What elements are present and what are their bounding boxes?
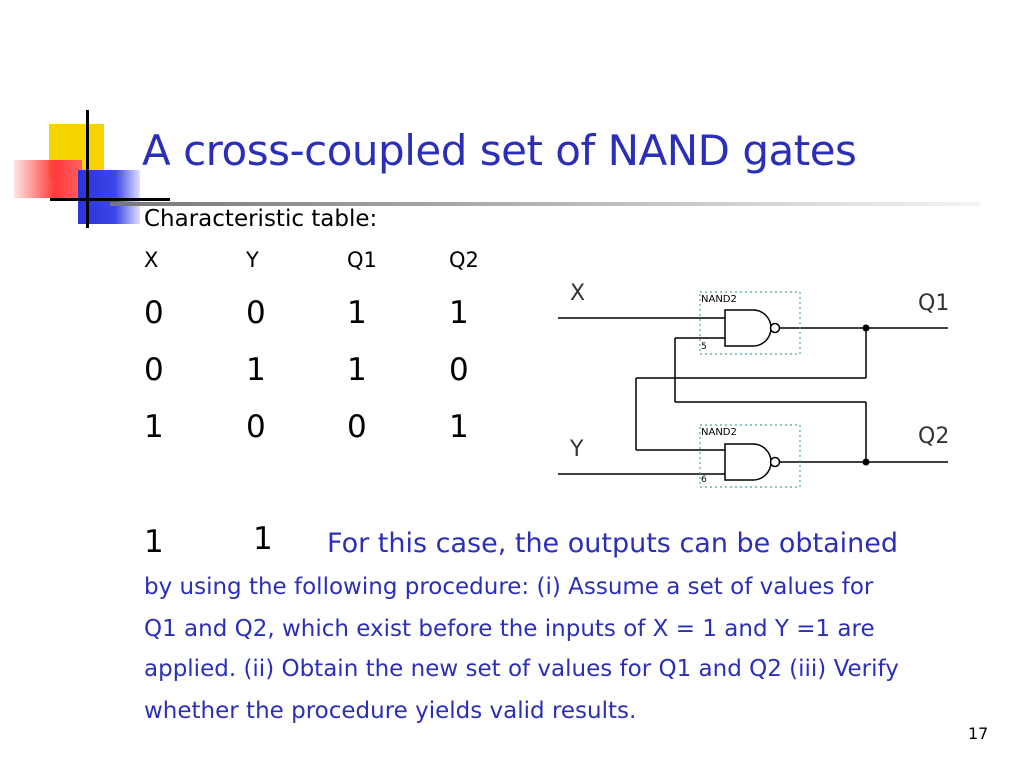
decor-red-bar: [14, 160, 82, 198]
table-cell: 1: [253, 521, 273, 557]
table-cell: 0: [144, 295, 164, 331]
case-explanation-first-line: For this case, the outputs can be obtain…: [327, 528, 899, 559]
header-x: X: [144, 248, 159, 272]
decor-vertical-line: [86, 110, 89, 228]
table-cell: 0: [347, 409, 367, 445]
gate-top-number: 5: [701, 342, 707, 352]
nand-gate-top: [724, 309, 772, 347]
label-y: Y: [569, 437, 584, 462]
gate-top-box: [699, 291, 801, 355]
gate-bottom-box: [699, 424, 801, 488]
label-q1: Q1: [918, 291, 949, 316]
table-cell: 1: [449, 295, 469, 331]
table-cell: 1: [246, 352, 266, 388]
nand-gate-bottom-bubble: [769, 456, 781, 468]
gate-top-label: NAND2: [701, 294, 737, 305]
header-y: Y: [246, 248, 259, 272]
table-cell: 0: [449, 352, 469, 388]
table-cell: 1: [144, 524, 164, 560]
explanation-line: applied. (ii) Obtain the new set of valu…: [144, 656, 899, 682]
label-q2: Q2: [918, 424, 949, 449]
table-caption: Characteristic table:: [144, 206, 378, 232]
table-cell: 0: [246, 295, 266, 331]
table-cell: 1: [347, 295, 367, 331]
label-x: X: [570, 281, 585, 306]
table-cell: 1: [347, 352, 367, 388]
header-q2: Q2: [449, 248, 479, 272]
gate-bottom-label: NAND2: [701, 427, 737, 438]
explanation-line: whether the procedure yields valid resul…: [144, 698, 637, 724]
table-cell: 0: [246, 409, 266, 445]
nand-latch-diagram: X Y Q1 Q2 NAND2 5 NAND2 6: [558, 281, 949, 488]
slide-title: A cross-coupled set of NAND gates: [142, 126, 857, 175]
junction-q2: [862, 458, 870, 466]
nand-gate-bottom: [724, 443, 772, 481]
page-number: 17: [968, 724, 989, 743]
table-cell: 1: [449, 409, 469, 445]
table-cell: 1: [144, 409, 164, 445]
explanation-line: Q1 and Q2, which exist before the inputs…: [144, 616, 875, 642]
table-cell: 0: [144, 352, 164, 388]
nand-gate-top-bubble: [769, 322, 781, 334]
title-underline: [110, 202, 980, 206]
decor-horizontal-line: [50, 198, 170, 201]
header-q1: Q1: [347, 248, 377, 272]
gate-bottom-number: 6: [701, 475, 707, 485]
junction-q1: [862, 324, 870, 332]
explanation-line: by using the following procedure: (i) As…: [144, 574, 874, 600]
